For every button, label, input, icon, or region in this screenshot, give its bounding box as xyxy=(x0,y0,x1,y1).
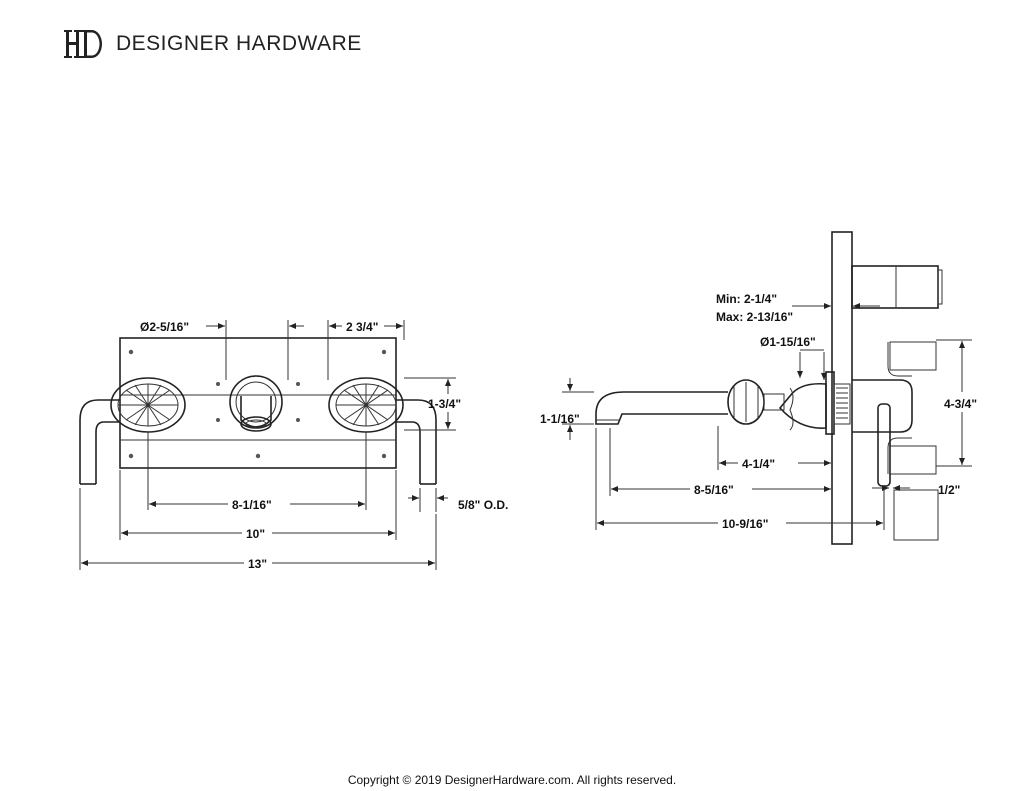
dim-plate-offset: 2 3/4" xyxy=(346,320,378,334)
dim-pipe-size: 1/2" xyxy=(938,483,960,497)
right-cross-handle xyxy=(328,377,404,433)
dim-overall-width: 13" xyxy=(248,557,267,571)
dim-plate-width: 10" xyxy=(246,527,265,541)
dim-handle-spacing: 8-1/16" xyxy=(232,498,272,512)
brand-name: DESIGNER HARDWARE xyxy=(116,32,362,55)
left-cross-handle xyxy=(110,377,186,433)
center-spout-front xyxy=(229,375,283,432)
dim-height: 1-3/4" xyxy=(428,397,461,411)
dim-spout-body: 4-1/4" xyxy=(742,457,775,471)
front-view: Ø2-5/16" 2 3/4" 1-3/4" 8-1/16" 5/8" O.D.… xyxy=(79,320,508,571)
dim-overall-depth: 10-9/16" xyxy=(722,517,768,531)
spout-escutcheon xyxy=(778,371,851,435)
dim-handle-diameter: Ø2-5/16" xyxy=(140,320,189,334)
copyright-notice: Copyright © 2019 DesignerHardware.com. A… xyxy=(347,773,677,787)
dim-spout-height: 1-1/16" xyxy=(540,412,580,426)
dim-valve-height: 4-3/4" xyxy=(944,397,977,411)
dim-wall-range-min: Min: 2-1/4" xyxy=(716,292,777,306)
back-plate xyxy=(119,337,397,469)
spout-side xyxy=(595,379,785,425)
left-supply-pipe xyxy=(79,399,120,484)
rough-in-valve xyxy=(851,265,943,541)
dim-pipe-od: 5/8" O.D. xyxy=(458,498,508,512)
dim-wall-range-max: Max: 2-13/16" xyxy=(716,310,793,324)
dh-monogram-icon xyxy=(64,30,102,58)
side-view: Min: 2-1/4" Max: 2-13/16" Ø1-15/16" 1-1/… xyxy=(540,231,977,545)
right-supply-pipe xyxy=(396,399,437,484)
wall-section xyxy=(831,231,853,545)
dim-spout-reach: 8-5/16" xyxy=(694,483,734,497)
dim-escutcheon-diameter: Ø1-15/16" xyxy=(760,335,816,349)
brand-header: DESIGNER HARDWARE xyxy=(64,26,362,62)
plate-screws xyxy=(128,349,387,459)
